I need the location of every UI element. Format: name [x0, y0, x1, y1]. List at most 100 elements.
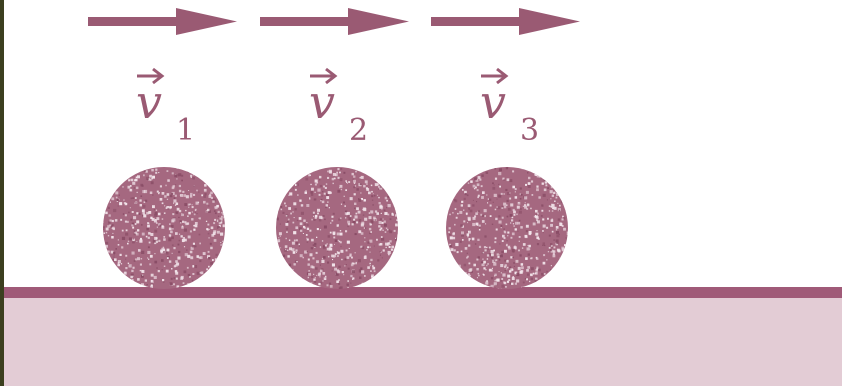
ball-texture-speck: [490, 277, 494, 280]
ball-texture-speck: [150, 285, 153, 289]
ball-texture-speck: [292, 251, 296, 254]
ball-texture-speck: [461, 231, 464, 235]
ball-texture-speck: [485, 223, 487, 225]
ball-texture-speck: [477, 272, 480, 275]
ball-texture-speck: [203, 188, 207, 192]
ball-texture-speck: [135, 202, 137, 204]
ball-texture-speck: [108, 214, 111, 217]
ball-texture-speck: [278, 237, 280, 239]
ball-texture-speck: [541, 272, 544, 276]
ball-texture-speck: [217, 215, 220, 217]
ball-texture-speck: [503, 202, 507, 206]
ball-texture-speck: [521, 266, 524, 269]
ball-texture-speck: [335, 272, 339, 276]
ball-texture-speck: [374, 219, 376, 221]
ball-texture-speck: [504, 270, 506, 272]
ball-texture-speck: [501, 207, 504, 209]
ball-texture-speck: [313, 273, 315, 275]
ball-texture-speck: [178, 239, 181, 242]
ball-texture-speck: [157, 212, 161, 216]
vector-arrow-icon: [310, 67, 338, 85]
ball-texture-speck: [500, 264, 504, 268]
ball-texture-speck: [335, 173, 338, 177]
ball-texture-speck: [548, 247, 551, 249]
ball-texture-speck: [179, 220, 182, 223]
ball-texture-speck: [459, 210, 463, 214]
ball-texture-speck: [311, 187, 314, 191]
ball-texture-speck: [172, 228, 174, 230]
ball-texture-speck: [329, 231, 332, 234]
ball-texture-speck: [279, 223, 281, 225]
ball-texture-speck: [372, 193, 374, 195]
ball-texture-speck: [122, 186, 124, 188]
ball-texture-speck: [349, 215, 352, 217]
ball-texture-speck: [317, 212, 319, 215]
ball-texture-speck: [507, 274, 511, 278]
ball-texture-speck: [103, 228, 105, 231]
ball-texture-speck: [294, 208, 297, 211]
ball-texture-speck: [476, 189, 479, 192]
ball-texture-speck: [479, 226, 481, 228]
ball-texture-speck: [131, 224, 134, 227]
ball-texture-speck: [139, 263, 142, 266]
ball-texture-speck: [486, 194, 488, 196]
ball-texture-speck: [154, 253, 156, 255]
ball-texture-speck: [482, 214, 485, 217]
ball-texture-speck: [149, 263, 152, 266]
ball-texture-speck: [388, 199, 391, 201]
ball-texture-speck: [161, 213, 163, 215]
ball-texture-speck: [353, 193, 356, 196]
ball-texture-speck: [524, 234, 528, 238]
ball-texture-speck: [186, 222, 190, 225]
ball-texture-speck: [180, 222, 182, 224]
ball-texture-speck: [141, 209, 145, 213]
ball-texture-speck: [331, 215, 334, 218]
ball-texture-speck: [373, 270, 376, 273]
ball-texture-speck: [103, 226, 105, 229]
ball-texture-speck: [299, 254, 303, 258]
ball-texture-speck: [499, 243, 501, 245]
ball-texture-speck: [353, 175, 356, 178]
ball-texture-speck: [536, 188, 539, 192]
ball-texture-speck: [310, 193, 314, 196]
ball-texture-speck: [187, 254, 191, 258]
ball-texture-speck: [371, 190, 373, 193]
ball-texture-speck: [178, 173, 182, 177]
ball-texture-speck: [369, 251, 371, 253]
ball-texture-speck: [347, 267, 350, 270]
ball-texture-speck: [474, 243, 477, 245]
ball-texture-speck: [122, 213, 125, 215]
ball-texture-speck: [505, 223, 508, 226]
ball-texture-speck: [347, 220, 350, 224]
ball-texture-speck: [107, 235, 110, 237]
ball-texture-speck: [152, 175, 155, 179]
ball-texture-speck: [354, 215, 358, 219]
ball-texture-speck: [467, 182, 470, 184]
ball-texture-speck: [315, 251, 318, 254]
ball-texture-speck: [512, 170, 515, 173]
ball-texture-speck: [152, 239, 156, 243]
ball-texture-speck: [111, 228, 113, 230]
ball-texture-speck: [199, 256, 203, 259]
ball-texture-speck: [314, 245, 317, 248]
ball-texture-speck: [314, 198, 317, 201]
ball-texture-speck: [309, 174, 311, 176]
ball-texture-speck: [498, 183, 500, 185]
ball-texture-speck: [489, 204, 492, 207]
ball-texture-speck: [561, 218, 564, 221]
ball-texture-speck: [185, 195, 189, 199]
ball-texture-speck: [536, 257, 539, 260]
ball-texture-speck: [518, 202, 520, 204]
ball-texture-speck: [461, 200, 464, 203]
ball-texture-speck: [136, 220, 140, 224]
ball-texture-speck: [171, 244, 174, 247]
ball-texture-speck: [300, 204, 304, 207]
ball-texture-speck: [502, 273, 506, 277]
ball-texture-speck: [520, 208, 522, 210]
ball-texture-speck: [304, 223, 306, 226]
ball-texture-speck: [292, 221, 295, 224]
ball-texture-speck: [294, 188, 297, 191]
ball-texture-speck: [134, 223, 137, 225]
ball-texture-speck: [293, 239, 296, 242]
ball-texture-speck: [379, 243, 383, 246]
